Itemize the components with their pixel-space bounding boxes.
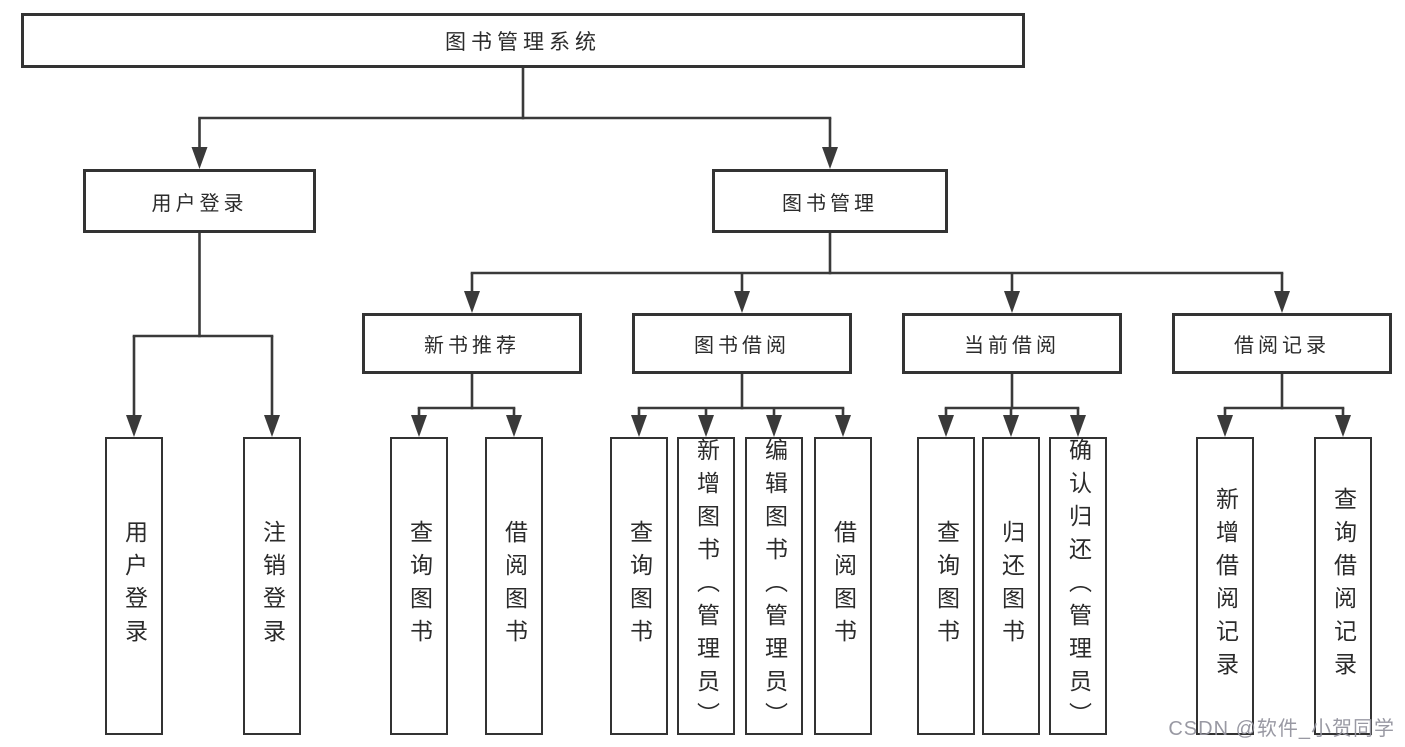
watermark: CSDN @软件_小贺同学 (1168, 718, 1395, 740)
leaf-label: 查询借阅记录 (1330, 487, 1357, 685)
leaf-label: 用户登录 (121, 520, 148, 652)
node-book-borrowing: 图书借阅 (632, 313, 852, 374)
leaf-label: 确认归还（管理员） (1065, 437, 1092, 735)
leaf-label: 查询图书 (933, 520, 960, 652)
leaf-label: 查询图书 (406, 520, 433, 652)
leaf-confirm-return-admin: 确认归还（管理员） (1049, 437, 1107, 735)
leaf-logout: 注销登录 (243, 437, 301, 735)
leaf-query-books-current: 查询图书 (917, 437, 975, 735)
leaf-borrow-books-recommend: 借阅图书 (485, 437, 543, 735)
node-user-login: 用户登录 (83, 169, 316, 233)
leaf-add-borrow-record: 新增借阅记录 (1196, 437, 1254, 735)
leaf-label: 编辑图书（管理员） (761, 437, 788, 735)
leaf-query-books-recommend: 查询图书 (390, 437, 448, 735)
leaf-return-books: 归还图书 (982, 437, 1040, 735)
node-library-management-system: 图书管理系统 (21, 13, 1025, 68)
leaf-label: 借阅图书 (830, 520, 857, 652)
leaf-label: 借阅图书 (501, 520, 528, 652)
leaf-query-borrow-record: 查询借阅记录 (1314, 437, 1372, 735)
leaf-label: 查询图书 (626, 520, 653, 652)
leaf-query-books-borrowing: 查询图书 (610, 437, 668, 735)
leaf-label: 新增图书（管理员） (693, 437, 720, 735)
node-book-management: 图书管理 (712, 169, 948, 233)
node-borrowing-records: 借阅记录 (1172, 313, 1392, 374)
leaf-borrow-books-borrowing: 借阅图书 (814, 437, 872, 735)
leaf-label: 注销登录 (259, 520, 286, 652)
leaf-label: 新增借阅记录 (1212, 487, 1239, 685)
leaf-user-login: 用户登录 (105, 437, 163, 735)
leaf-add-book-admin: 新增图书（管理员） (677, 437, 735, 735)
leaf-edit-book-admin: 编辑图书（管理员） (745, 437, 803, 735)
node-current-borrowing: 当前借阅 (902, 313, 1122, 374)
node-new-book-recommendation: 新书推荐 (362, 313, 582, 374)
leaf-label: 归还图书 (998, 520, 1025, 652)
arrowheads (126, 147, 1351, 437)
